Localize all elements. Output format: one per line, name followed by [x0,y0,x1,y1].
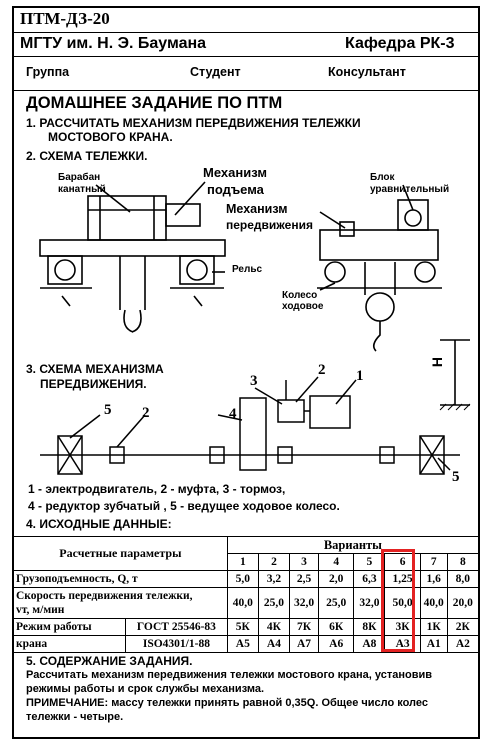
params-table: Расчетные параметры Варианты 1 2 3 4 5 6… [12,536,480,653]
consultant-label: Консультант [328,65,406,79]
label-hoist: Механизм [203,165,267,180]
load-cell: 3,2 [257,570,291,588]
mode-iso-cell: А6 [318,635,355,653]
mode-iso-cell: А4 [257,635,291,653]
variants-header: Варианты [226,536,480,554]
mode-iso-cell: А8 [353,635,386,653]
legend-line-2: 4 - редуктор зубчатый , 5 - ведущее ходо… [28,499,340,513]
student-label: Студент [190,65,241,79]
mode-gost-cell: 4К [257,618,291,636]
mech-label-1: 1 [356,368,364,384]
label-height: Н [429,356,446,368]
label-block-2: уравнительный [370,184,450,195]
mode-iso-cell: А5 [226,635,259,653]
mode-gost-cell: 7К [288,618,320,636]
variant-number: 7 [419,553,448,571]
speed-cell: 40,0 [226,587,259,619]
mech-label-3: 3 [250,373,258,389]
mode-gost-cell: 5К [226,618,259,636]
note-line-1: ПРИМЕЧАНИЕ: массу тележки принять равной… [26,697,428,709]
variant-number: 3 [288,553,320,571]
label-drum: Барабан [58,172,101,183]
load-cell: 2,0 [318,570,355,588]
divider [12,56,480,57]
load-cell: 5,0 [226,570,259,588]
mech-label-4: 4 [229,406,237,422]
load-label: Грузоподъемность, Q, т [13,570,228,588]
label-rail: Рельс [232,264,263,275]
variant-number: 4 [318,553,355,571]
task-5-line-2: режимы работы и срок службы механизма. [26,683,265,695]
mode-gost-cell: 2К [446,618,480,636]
label-wheel: Колесо [282,290,318,301]
label-travel-2: передвижения [226,218,313,232]
speed-cell: 20,0 [446,587,480,619]
legend-line-1: 1 - электродвигатель, 2 - муфта, 3 - тор… [28,482,286,496]
mode-gost-cell: 8К [353,618,386,636]
mode-iso-cell: А1 [419,635,448,653]
mode-label-2: крана [12,635,127,653]
divider [12,90,480,91]
mode-gost-cell: 3К [384,618,421,636]
mode-gost-cell: 1К [419,618,448,636]
label-travel: Механизм [226,202,288,216]
task-5-title: 5. СОДЕРЖАНИЕ ЗАДАНИЯ. [26,654,193,668]
variant-number: 2 [257,553,291,571]
mech-label-2: 2 [318,362,326,378]
mech-label-2: 2 [142,405,150,421]
mode-gost-cell: 6К [318,618,355,636]
divider [12,32,480,33]
mech-label-5: 5 [104,402,112,418]
param-header: Расчетные параметры [13,536,228,571]
gost-label: ГОСТ 25546-83 [125,618,228,636]
task-2-title: 2. СХЕМА ТЕЛЕЖКИ. [26,149,148,163]
note-line-2: тележки - четыре. [26,711,124,723]
mode-iso-cell: А3 [384,635,421,653]
university-name: МГТУ им. Н. Э. Баумана [20,35,207,52]
load-cell: 1,6 [419,570,448,588]
label-wheel-2: ходовое [282,301,324,312]
task-3-line-2: ПЕРЕДВИЖЕНИЯ. [40,377,147,391]
page-title: ДОМАШНЕЕ ЗАДАНИЕ ПО ПТМ [26,94,283,112]
mode-iso-cell: А2 [446,635,480,653]
label-drum-2: канатный [58,184,106,195]
task-3-line-1: 3. СХЕМА МЕХАНИЗМА [26,362,164,376]
group-label: Группа [26,65,70,79]
task-4-title: 4. ИСХОДНЫЕ ДАННЫЕ: [26,517,172,531]
speed-cell: 40,0 [419,587,448,619]
speed-cell: 25,0 [318,587,355,619]
department-name: Кафедра РК-3 [345,35,455,52]
load-cell: 6,3 [353,570,386,588]
label-block: Блок [370,172,395,183]
load-cell: 8,0 [446,570,480,588]
variant-number: 1 [226,553,259,571]
mech-label-5: 5 [452,469,460,485]
task-1-line-1: 1. РАССЧИТАТЬ МЕХАНИЗМ ПЕРЕДВИЖЕНИЯ ТЕЛЕ… [26,116,361,130]
doc-code: ПТМ-ДЗ-20 [20,9,110,28]
label-hoist-2: подъема [207,182,264,197]
load-cell: 2,5 [288,570,320,588]
speed-label-line-1: Скорость передвижения тележки, [16,590,193,602]
speed-cell: 25,0 [257,587,291,619]
speed-label-line-2: vт, м/мин [16,604,65,616]
speed-label: Скорость передвижения тележки, vт, м/мин [13,587,228,619]
mode-iso-cell: А7 [288,635,320,653]
speed-cell: 32,0 [288,587,320,619]
variant-number: 8 [446,553,480,571]
task-5-line-1: Рассчитать механизм передвижения тележки… [26,669,432,681]
mode-label: Режим работы [12,618,127,636]
iso-label: ISO4301/1-88 [125,635,228,653]
document-frame [12,6,480,739]
variant-highlight [381,549,415,652]
load-cell: 1,25 [384,570,421,588]
task-1-line-2: МОСТОВОГО КРАНА. [48,130,173,144]
